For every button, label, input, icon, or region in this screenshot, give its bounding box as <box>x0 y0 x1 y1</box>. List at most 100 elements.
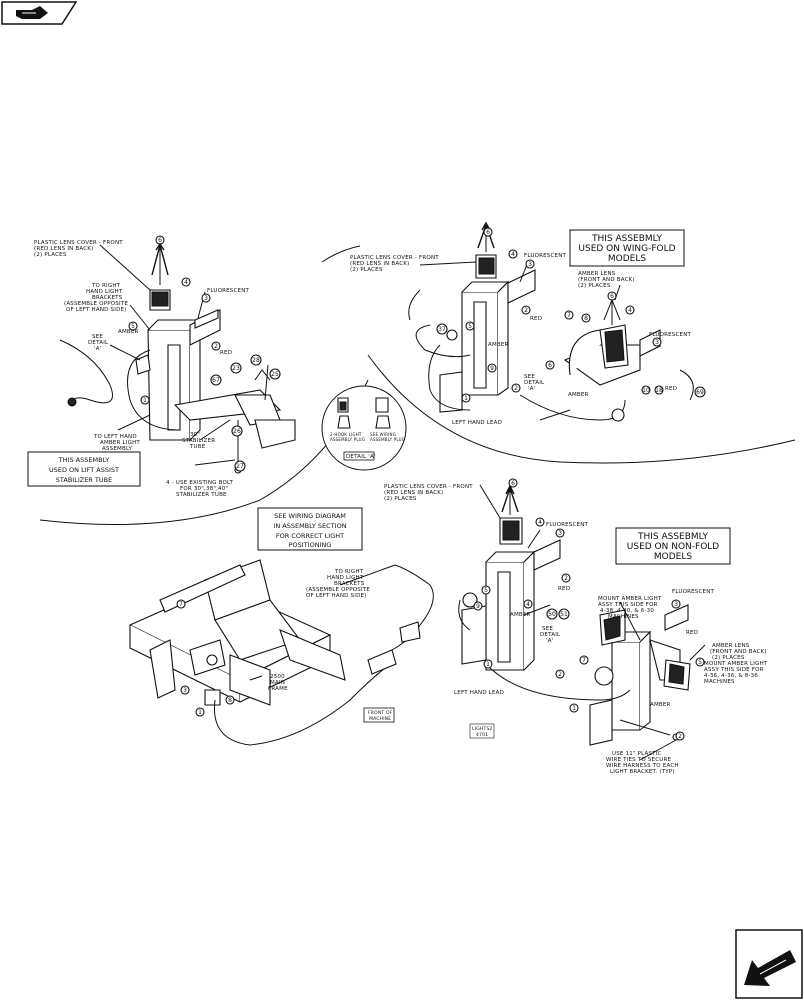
tl-see-detail-3: 'A' <box>94 346 101 352</box>
callout-3-br2: 3 <box>674 601 678 608</box>
callout-4-tr: 4 <box>511 251 515 258</box>
tr-amber-lens-label-3: (2) PLACES <box>578 283 611 289</box>
callout-25-tl: 25 <box>271 371 279 378</box>
br-use-ties-label: USE 11" PLASTIC <box>612 751 662 757</box>
drawing-code-tag: LIGHTS2 4701 <box>469 723 495 739</box>
tr-amber-lens-label: AMBER LENS <box>578 271 616 277</box>
wing-fold-box-line-2: USED ON WING-FOLD <box>578 244 675 254</box>
tl-stabilizer-label: 30" <box>190 432 200 438</box>
callout-3-br: 3 <box>558 530 562 537</box>
wiring-note-line-1: SEE WIRING DIAGRAM <box>274 512 346 520</box>
callout-4-tr2: 4 <box>628 307 632 314</box>
callout-7-tr: 7 <box>567 312 571 319</box>
tr-fluorescent-label: FLUORESCENT <box>524 253 567 259</box>
lift-assist-box: THIS ASSEMBLY USED ON LIFT ASSIST STABIL… <box>27 451 141 487</box>
next-page-button[interactable] <box>735 929 803 999</box>
callout-7-br: 7 <box>582 657 586 664</box>
callout-9-br: 9 <box>476 603 480 610</box>
callout-4-tl: 4 <box>184 279 188 286</box>
br-red-label: RED <box>558 586 570 592</box>
br-mount-amber-label-3: 4-38, 4-40, & 6-30 <box>600 608 654 614</box>
prev-page-button[interactable] <box>1 1 78 25</box>
tl-to-left-label-2: AMBER LIGHT <box>100 440 140 446</box>
br-fluorescent2-label: FLUORESCENT <box>672 589 715 595</box>
tr-see-detail-2: DETAIL <box>524 380 545 386</box>
callout-2-br3: 2 <box>678 733 682 740</box>
tl-lens-cover-label: PLASTIC LENS COVER - FRONT <box>34 240 123 246</box>
tl-see-detail-2: DETAIL <box>88 340 109 346</box>
detail-a-label: DETAIL 'A' <box>346 454 376 460</box>
tr-red2-label: RED <box>665 386 677 392</box>
callout-1-br2: 1 <box>572 705 576 712</box>
callout-1-bl: 1 <box>198 709 202 716</box>
tr-amber2-label: AMBER <box>568 392 589 398</box>
hand-pointing-right-icon <box>16 6 48 19</box>
br-see-detail-3: 'A' <box>546 638 553 644</box>
tl-bolt-label: 4 - USE EXISTING BOLT <box>166 480 233 486</box>
br-mount-amber-label-2: ASSY THIS SIDE FOR <box>598 602 658 608</box>
main-frame-label-2: MAIN <box>270 680 285 686</box>
callout-2-br: 2 <box>564 575 568 582</box>
drawing-code-label: LIGHTS2 <box>472 726 493 732</box>
wing-fold-box-line-1: THIS ASSEBMLY <box>591 234 663 244</box>
callout-67-tl: 67 <box>212 377 220 384</box>
tr-see-detail: SEE <box>524 374 535 380</box>
tl-lens-cover-label-3: (2) PLACES <box>34 252 67 258</box>
callout-1-tr: 1 <box>464 395 468 402</box>
br-mount-amber2-label: MOUNT AMBER LIGHT <box>704 661 768 667</box>
bl-to-right-label: TO RIGHT <box>334 569 364 575</box>
callout-6-tr2: 6 <box>610 293 614 300</box>
front-of-machine-tag: FRONT OF MACHINE <box>363 707 395 723</box>
tl-to-right-label-5: OF LEFT HAND SIDE) <box>66 307 127 313</box>
non-fold-box-line-2: USED ON NON-FOLD <box>627 542 720 552</box>
tl-to-right-label: TO RIGHT <box>91 283 121 289</box>
callout-9-tr: 9 <box>490 365 494 372</box>
tl-to-left-label: TO LEFT HAND <box>93 434 137 440</box>
tl-bolt-label-2: FOR 30",38",40" <box>180 486 228 492</box>
callout-5-tr: 5 <box>468 323 472 330</box>
tl-stabilizer-label-3: TUBE <box>189 444 206 450</box>
callout-37-tr: 37 <box>438 326 446 333</box>
callout-8-bl: 8 <box>228 697 232 704</box>
callout-1-br: 1 <box>486 661 490 668</box>
wing-fold-box-line-3: MODELS <box>608 254 646 264</box>
lift-assist-box-line-3: STABILIZER TUBE <box>56 476 112 484</box>
br-mount-amber-label: MOUNT AMBER LIGHT <box>598 596 662 602</box>
wing-fold-assembly <box>321 221 796 464</box>
callout-5-tl: 5 <box>131 323 135 330</box>
detail-a-plug2-label: SEE WIRING <box>370 432 396 437</box>
callout-4-br: 4 <box>538 519 542 526</box>
wing-fold-box: THIS ASSEBMLY USED ON WING-FOLD MODELS <box>569 229 685 267</box>
callout-2-br2: 2 <box>558 671 562 678</box>
bl-to-right-label-5: OF LEFT HAND SIDE) <box>306 593 367 599</box>
callout-4-br2: 4 <box>526 601 530 608</box>
wiring-note-line-2: IN ASSEMBLY SECTION <box>273 522 346 530</box>
callout-6-tr: 6 <box>486 229 490 236</box>
wiring-diagram-note: SEE WIRING DIAGRAM IN ASSEMBLY SECTION F… <box>257 507 363 551</box>
callout-3-bl: 3 <box>183 687 187 694</box>
callout-5-br2: 5 <box>698 659 702 666</box>
callout-6-tr3: 6 <box>548 362 552 369</box>
br-mount-amber2-label-2: ASSY THIS SIDE FOR <box>704 667 764 673</box>
callout-51-br: 51 <box>560 611 568 618</box>
br-mount-amber2-label-4: MACHINES <box>704 679 735 685</box>
tl-bolt-label-3: STABILIZER TUBE <box>176 492 227 498</box>
callout-3-tl: 3 <box>204 295 208 302</box>
callout-6-tl: 6 <box>158 237 162 244</box>
bl-to-right-label-4: (ASSEMBLE OPPOSITE <box>306 587 370 593</box>
detail-a-inset: 2-HOOK LIGHT ASSEMBLY PLUG SEE WIRING AS… <box>321 385 407 471</box>
non-fold-box-line-3: MODELS <box>654 552 692 562</box>
callout-bubbles: 6 4 3 2 5 28 23 25 67 1 26 27 6 4 3 2 7 … <box>128 227 706 741</box>
br-fluorescent-label: FLUORESCENT <box>546 522 589 528</box>
br-see-detail-2: DETAIL <box>540 632 561 638</box>
br-use-ties-label-3: WIRE HARNESS TO EACH <box>606 763 679 769</box>
non-fold-box-line-1: THIS ASSEBMLY <box>637 532 709 542</box>
tr-lens-cover-label-2: (RED LENS IN BACK) <box>350 261 409 267</box>
tl-see-detail: SEE <box>92 334 103 340</box>
callout-6-br: 6 <box>511 480 515 487</box>
hand-pointing-down-left-icon <box>744 950 796 986</box>
br-amber-lens-label-2: (FRONT AND BACK) <box>710 649 767 655</box>
detail-a-plug1-label-2: ASSEMBLY PLUG <box>330 437 365 442</box>
callout-7-bl: 7 <box>179 601 183 608</box>
